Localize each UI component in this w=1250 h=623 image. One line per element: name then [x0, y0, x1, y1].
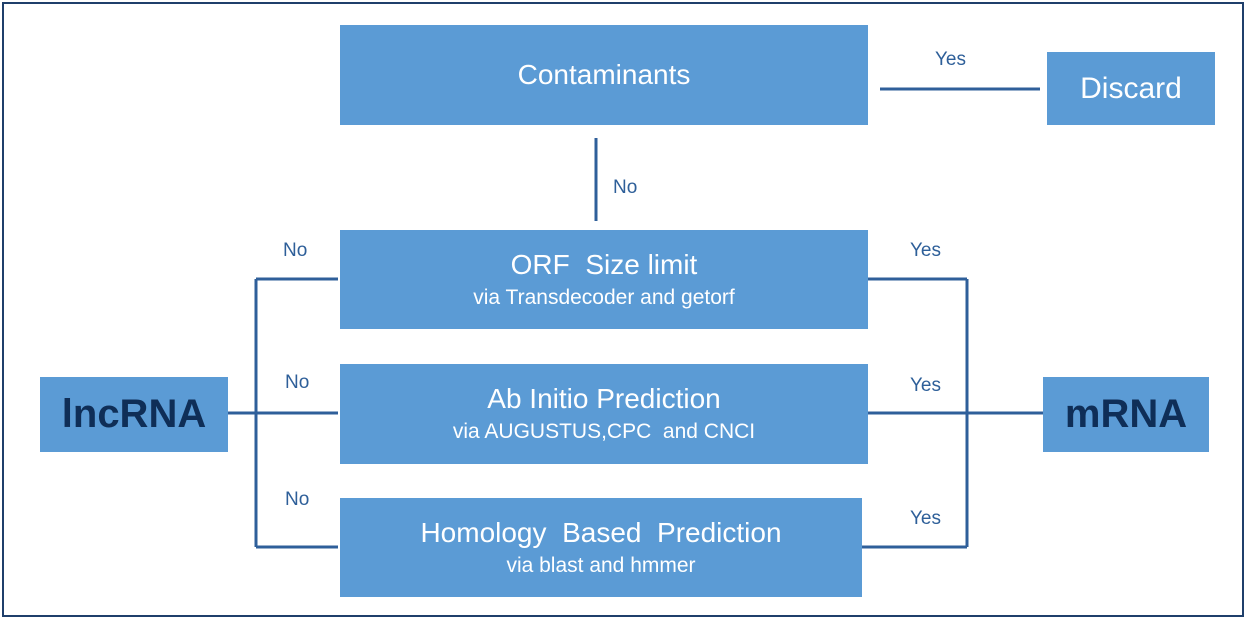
edge-label-abinitio-no: No — [285, 372, 310, 393]
edge-label-orf-no: No — [283, 240, 308, 261]
node-discard: Discard — [1047, 52, 1215, 125]
edge-label-abinitio-yes: Yes — [910, 375, 941, 396]
node-contaminants-title: Contaminants — [517, 59, 691, 90]
node-abinitio-title: Ab Initio Prediction — [487, 383, 721, 414]
edge-label-homology-no: No — [285, 489, 310, 510]
node-homology-based-prediction: Homology Based Prediction via blast and … — [340, 498, 862, 597]
node-ab-initio-prediction: Ab Initio Prediction via AUGUSTUS,CPC an… — [340, 364, 868, 464]
edge-label-contaminants-yes: Yes — [935, 49, 966, 70]
node-mrna-title: mRNA — [1064, 392, 1188, 436]
node-discard-title: Discard — [1080, 71, 1182, 105]
edge-label-contaminants-no: No — [613, 177, 638, 198]
node-lncrna-title: lncRNA — [61, 392, 207, 436]
node-contaminants: Contaminants — [340, 25, 868, 125]
node-orf-subtitle: via Transdecoder and getorf — [473, 285, 735, 309]
node-homology-title: Homology Based Prediction — [420, 516, 782, 548]
edge-label-orf-yes: Yes — [910, 240, 941, 261]
node-abinitio-subtitle: via AUGUSTUS,CPC and CNCI — [452, 420, 756, 443]
node-lncrna: lncRNA — [40, 377, 228, 452]
node-orf-title: ORF Size limit — [510, 248, 698, 280]
node-homology-subtitle: via blast and hmmer — [506, 553, 696, 577]
node-orf-size-limit: ORF Size limit via Transdecoder and geto… — [340, 230, 868, 329]
node-mrna: mRNA — [1043, 377, 1209, 452]
edge-label-homology-yes: Yes — [910, 508, 941, 529]
